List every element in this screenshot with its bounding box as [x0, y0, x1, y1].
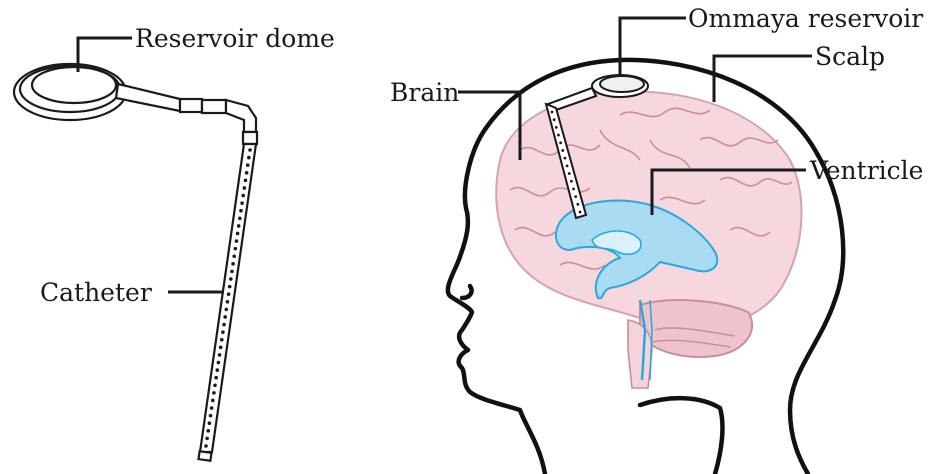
connector-joint-2: [202, 100, 226, 113]
catheter-hole: [243, 186, 247, 190]
connector-tube: [116, 84, 180, 111]
catheter-hole: [248, 148, 252, 152]
catheter-hole: [239, 209, 243, 213]
catheter-hole: [211, 399, 215, 403]
implanted-catheter-hole: [568, 172, 571, 175]
catheter-hole: [226, 300, 230, 304]
implanted-catheter-hole: [561, 149, 564, 152]
catheter-hole: [218, 353, 222, 357]
catheter-hole: [246, 163, 250, 167]
catheter-hole: [209, 414, 213, 418]
catheter-hole: [244, 179, 248, 183]
brain-cerebellum: [640, 300, 752, 357]
connector-elbow: [226, 100, 256, 132]
catheter-collar: [243, 132, 257, 144]
catheter-hole: [220, 338, 224, 342]
implanted-catheter-hole: [557, 134, 560, 137]
catheter-hole: [240, 201, 244, 205]
catheter-hole: [217, 361, 221, 365]
catheter-hole: [231, 262, 235, 266]
label-ventricle: Ventricle: [810, 158, 923, 183]
catheter-hole: [247, 156, 251, 160]
catheter-hole: [222, 323, 226, 327]
implanted-catheter-hole: [566, 164, 569, 167]
implanted-catheter-hole: [579, 211, 582, 214]
catheter-hole: [213, 383, 217, 387]
reservoir-dome-top: [32, 67, 116, 103]
implanted-catheter-hole: [572, 188, 575, 191]
catheter-hole: [234, 247, 238, 251]
catheter-hole: [232, 254, 236, 258]
catheter-hole: [206, 429, 210, 433]
catheter-hole: [245, 171, 249, 175]
catheter-tip: [199, 451, 212, 461]
label-scalp: Scalp: [815, 44, 885, 69]
catheter-hole: [225, 308, 229, 312]
implanted-catheter-hole: [551, 111, 554, 114]
catheter-hole: [235, 239, 239, 243]
implanted-catheter-hole: [559, 141, 562, 144]
catheter-hole: [223, 315, 227, 319]
catheter-hole: [214, 376, 218, 380]
nose-nostril: [462, 286, 472, 298]
catheter-hole: [219, 346, 223, 350]
catheter-hole: [208, 421, 212, 425]
neck-back: [640, 398, 722, 474]
catheter-hole: [204, 444, 208, 448]
catheter-hole: [229, 277, 233, 281]
catheter-hole: [227, 292, 231, 296]
catheter-hole: [215, 368, 219, 372]
label-catheter: Catheter: [40, 280, 152, 305]
implanted-catheter-hole: [570, 180, 573, 183]
implanted-catheter-hole: [553, 118, 556, 121]
catheter-hole: [221, 330, 225, 334]
implanted-catheter-hole: [574, 195, 577, 198]
connector-joint-1: [180, 99, 202, 112]
label-brain: Brain: [390, 80, 459, 105]
catheter-hole: [230, 270, 234, 274]
implanted-catheter-hole: [564, 157, 567, 160]
catheter-hole: [237, 224, 241, 228]
catheter-hole: [228, 285, 232, 289]
label-reservoir-dome: Reservoir dome: [135, 26, 335, 51]
catheter-hole: [205, 437, 209, 441]
implanted-catheter-hole: [555, 126, 558, 129]
catheter-shaft: [200, 144, 256, 452]
ommaya-device: [14, 64, 257, 461]
catheter-hole: [241, 194, 245, 198]
catheter-hole: [236, 232, 240, 236]
implanted-catheter-hole: [576, 203, 579, 206]
catheter-hole: [212, 391, 216, 395]
label-ommaya-reservoir: Ommaya reservoir: [688, 6, 923, 31]
catheter-hole: [210, 406, 214, 410]
catheter-hole: [238, 217, 242, 221]
